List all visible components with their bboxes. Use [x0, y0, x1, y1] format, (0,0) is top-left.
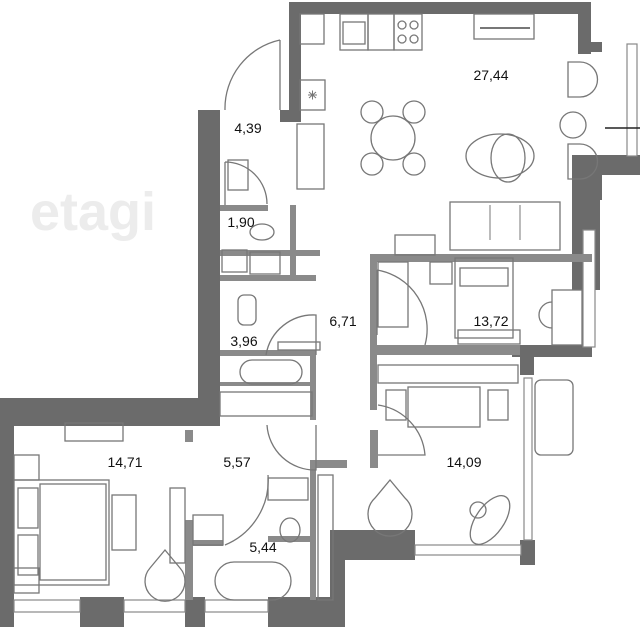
room-area-corridor: 5,57: [223, 454, 250, 470]
furniture: [13, 13, 599, 602]
room-area-bedroom-3: 14,09: [446, 454, 481, 470]
room-area-bedroom-1: 13,72: [473, 313, 508, 329]
room-area-wc: 1,90: [227, 214, 254, 230]
room-area-hall: 6,71: [329, 313, 356, 329]
watermark: etagi: [30, 182, 156, 242]
room-area-entrance: 4,39: [234, 120, 261, 136]
room-area-kitchen-living: 27,44: [473, 67, 508, 83]
windows: [13, 43, 640, 613]
fridge-icon: [308, 90, 317, 100]
room-area-bathroom-2: 5,44: [249, 539, 276, 555]
room-area-bathroom-1: 3,96: [230, 333, 257, 349]
room-area-bedroom-2: 14,71: [107, 454, 142, 470]
room-labels: 27,44 4,39 1,90 3,96 6,71 13,72 14,71 5,…: [107, 67, 508, 555]
